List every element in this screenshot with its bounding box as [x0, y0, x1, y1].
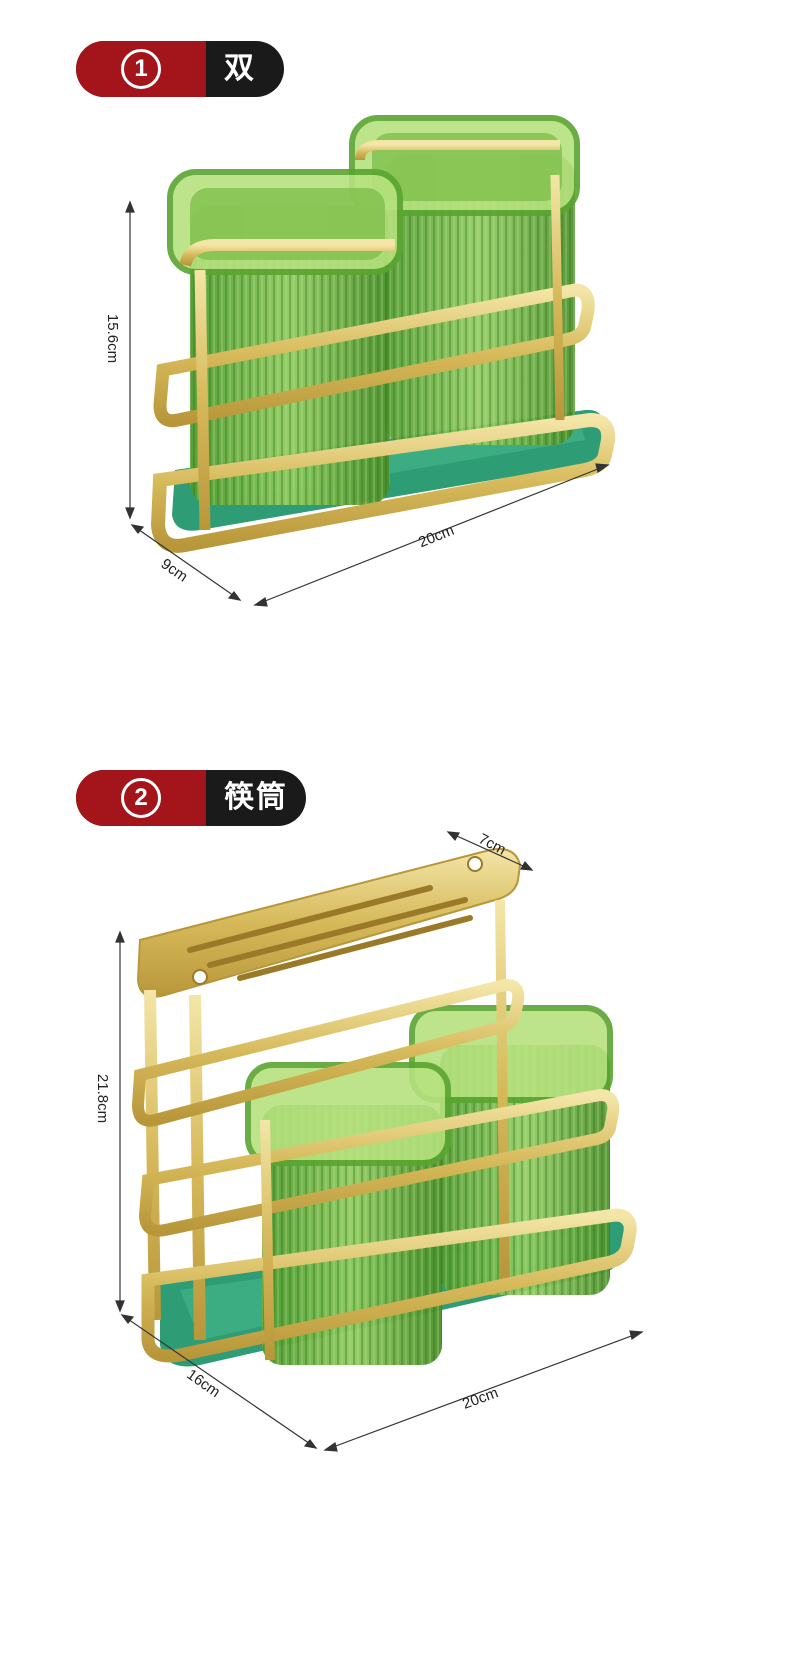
- number-circle: 2: [121, 778, 161, 818]
- gold-frame: [131, 899, 637, 1363]
- section-double-chopstick-holder: 1 双筷筒: [0, 0, 790, 760]
- number-badge: 2: [76, 770, 206, 826]
- section-holder-knife-rack: 2 筷筒刀架: [0, 760, 790, 1673]
- knife-slots: [187, 885, 473, 981]
- dimension-height: 21.8cm: [94, 1073, 112, 1124]
- section-1-header: 1 双筷筒: [76, 41, 284, 197]
- dimension-lines: [115, 831, 644, 1452]
- dimension-height: 15.6cm: [104, 313, 122, 364]
- dimension-lines: [125, 200, 610, 607]
- product-photo-knife-rack: [115, 831, 644, 1452]
- number-badge: 1: [76, 41, 206, 97]
- number-circle: 1: [121, 49, 161, 89]
- section-2-title: 筷筒刀架: [224, 781, 288, 870]
- gold-rail-middle: [153, 283, 595, 428]
- product-photo-double-holder: [125, 115, 616, 607]
- section-2-header: 2 筷筒刀架: [76, 770, 306, 870]
